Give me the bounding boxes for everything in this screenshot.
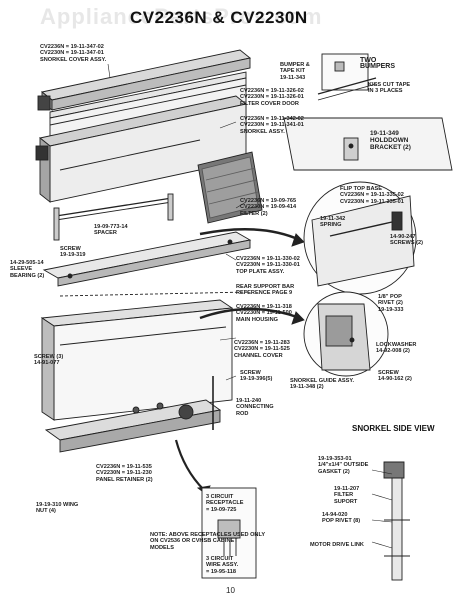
watermark: AppliancePartsPros.com — [40, 4, 323, 29]
label-channel-cover: CV2236N = 19-11-283 CV2230N = 19-11-525 … — [234, 340, 290, 359]
label-snorkel-guide: SNORKEL GUIDE ASSY. 19-11-348 (2) — [290, 378, 355, 391]
label-filter: CV2236N = 19-09-765 CV2230N = 19-09-414 … — [240, 198, 297, 217]
label-wire-assy: 3 CIRCUIT WIRE ASSY. = 19-95-118 — [206, 556, 239, 575]
label-snorkel-side-view: SNORKEL SIDE VIEW — [352, 424, 435, 433]
snorkel-assy-part — [35, 95, 248, 203]
label-motor-drive-link: MOTOR DRIVE LINK — [310, 542, 364, 548]
label-bumper-kit: BUMPER & TAPE KIT 19-11-343 — [280, 62, 310, 81]
label-note: NOTE: ABOVE RECEPTACLES USED ONLY ON CV2… — [150, 532, 266, 551]
label-filter-cover-door: CV2236N = 19-11-326-02 CV2230N = 19-11-3… — [240, 88, 304, 107]
label-filter-support: 19-11-207 FILTER SUPORT — [334, 486, 360, 505]
label-snorkel-assy: CV2236N = 19-11-342-02 CV2230N = 19-11-3… — [240, 116, 304, 135]
label-kiss-cut: KISS CUT TAPE IN 3 PLACES — [368, 82, 411, 95]
label-pop-rivet: 1/8" POP RIVET (2) 19-19-333 — [378, 294, 404, 313]
label-flip-top-base: FLIP TOP BASE CV2236N = 19-11-335-02 CV2… — [340, 186, 404, 205]
label-pop-rivet-8: 14-94-020 POP RIVET (8) — [322, 512, 361, 525]
label-screws-14-90-247: 14-90-247 SCREWS (2) — [390, 234, 423, 247]
label-screw-396: SCREW 19-19-396(5) — [240, 370, 273, 383]
label-holddown-bracket: 19-11-349 HOLDDOWN BRACKET (2) — [370, 130, 411, 151]
label-lockwasher: LOCKWASHER 14-92-008 (2) — [376, 342, 417, 355]
page-number: 10 — [226, 586, 235, 595]
label-screw-3: SCREW (3) 14-91-077 — [34, 354, 64, 367]
bumper-detail — [317, 53, 377, 101]
snorkel-side-view-drawing — [383, 461, 410, 581]
label-screw-14-90-162: SCREW 14-90-162 (2) — [378, 370, 412, 383]
label-receptacle: 3 CIRCUIT RECEPTACLE = 19-09-725 — [206, 494, 244, 513]
label-two-bumpers: TWO BUMPERS — [360, 57, 396, 71]
label-connecting-rod: 19-11-240 CONNECTING ROD — [236, 398, 274, 417]
label-wing-nut: 19-19-310 WING NUT (4) — [36, 502, 79, 515]
main-housing-part — [40, 299, 234, 421]
label-snorkel-cover: CV2236N = 19-11-347-02 CV2230N = 19-11-3… — [40, 44, 107, 63]
label-screw-319: SCREW 19-19-319 — [60, 246, 86, 259]
filter-part — [197, 151, 263, 224]
holddown-bracket-detail — [283, 117, 453, 171]
snorkel-cover-part — [37, 49, 252, 111]
label-spacer: 19-09-773-14 SPACER — [94, 224, 128, 237]
snorkel-guide-detail — [303, 291, 389, 377]
label-rear-support: REAR SUPPORT BAR REFERENCE PAGE 9 — [236, 284, 295, 297]
label-top-plate: CV2236N = 19-11-330-02 CV2230N = 19-11-3… — [236, 256, 300, 275]
flip-top-detail — [303, 181, 417, 295]
panel-retainer-part — [44, 399, 222, 453]
receptacle-box — [201, 487, 257, 579]
label-gasket-outside: 19-19-353-01 1/4"x1/4" OUTSIDE GASKET (2… — [318, 456, 369, 475]
label-panel-retainer: CV2236N = 19-11-535 CV2230N = 19-11-230 … — [96, 464, 153, 483]
diagram-title: CV2236N & CV2230N — [130, 8, 308, 27]
label-main-housing: CV2236N = 19-11-318 CV2230N = 19-11-500 … — [236, 304, 292, 323]
label-spring: 19-11-342 SPRING — [320, 216, 346, 229]
top-plate-part — [42, 231, 252, 287]
label-sleeve-bearing: 14-29-505-14 SLEEVE BEARING (2) — [10, 260, 45, 279]
